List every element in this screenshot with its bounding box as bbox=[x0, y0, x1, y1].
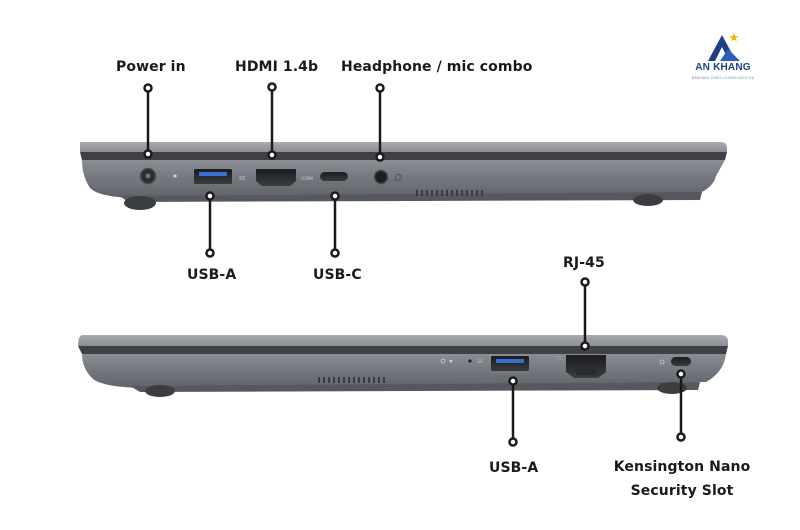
label-usb-c: USB-C bbox=[313, 267, 362, 283]
callout-lines bbox=[143, 82, 686, 447]
label-kensington-line2: Security Slot bbox=[630, 483, 734, 499]
usb-speed-marking-right: SS bbox=[477, 359, 483, 365]
laptop-right-side: SS ∷ bbox=[78, 335, 728, 397]
label-power-in: Power in bbox=[116, 59, 186, 75]
label-usb-a-left: USB-A bbox=[187, 267, 237, 283]
label-kensington-line1: Kensington Nano bbox=[613, 459, 751, 475]
laptop-left-side: SS HDMI 🎧 bbox=[80, 142, 727, 210]
label-usb-a-right: USB-A bbox=[489, 460, 539, 476]
hdmi-marking: HDMI bbox=[301, 176, 313, 182]
brand-name: AN KHANG bbox=[695, 62, 751, 73]
mountain-logo-icon bbox=[708, 33, 740, 61]
svg-text:🎧: 🎧 bbox=[394, 173, 403, 182]
label-rj45: RJ-45 bbox=[563, 255, 605, 271]
an-khang-logo: AN KHANG ĐẢM BẢO CHẤT LƯỢNG DỊCH VỤ bbox=[682, 27, 764, 95]
svg-text:∷: ∷ bbox=[557, 355, 561, 362]
usb-speed-marking-left: SS bbox=[239, 176, 245, 182]
label-hdmi: HDMI 1.4b bbox=[235, 59, 319, 75]
label-headphone-mic-combo: Headphone / mic combo bbox=[341, 59, 533, 75]
brand-tagline: ĐẢM BẢO CHẤT LƯỢNG DỊCH VỤ bbox=[691, 76, 755, 80]
